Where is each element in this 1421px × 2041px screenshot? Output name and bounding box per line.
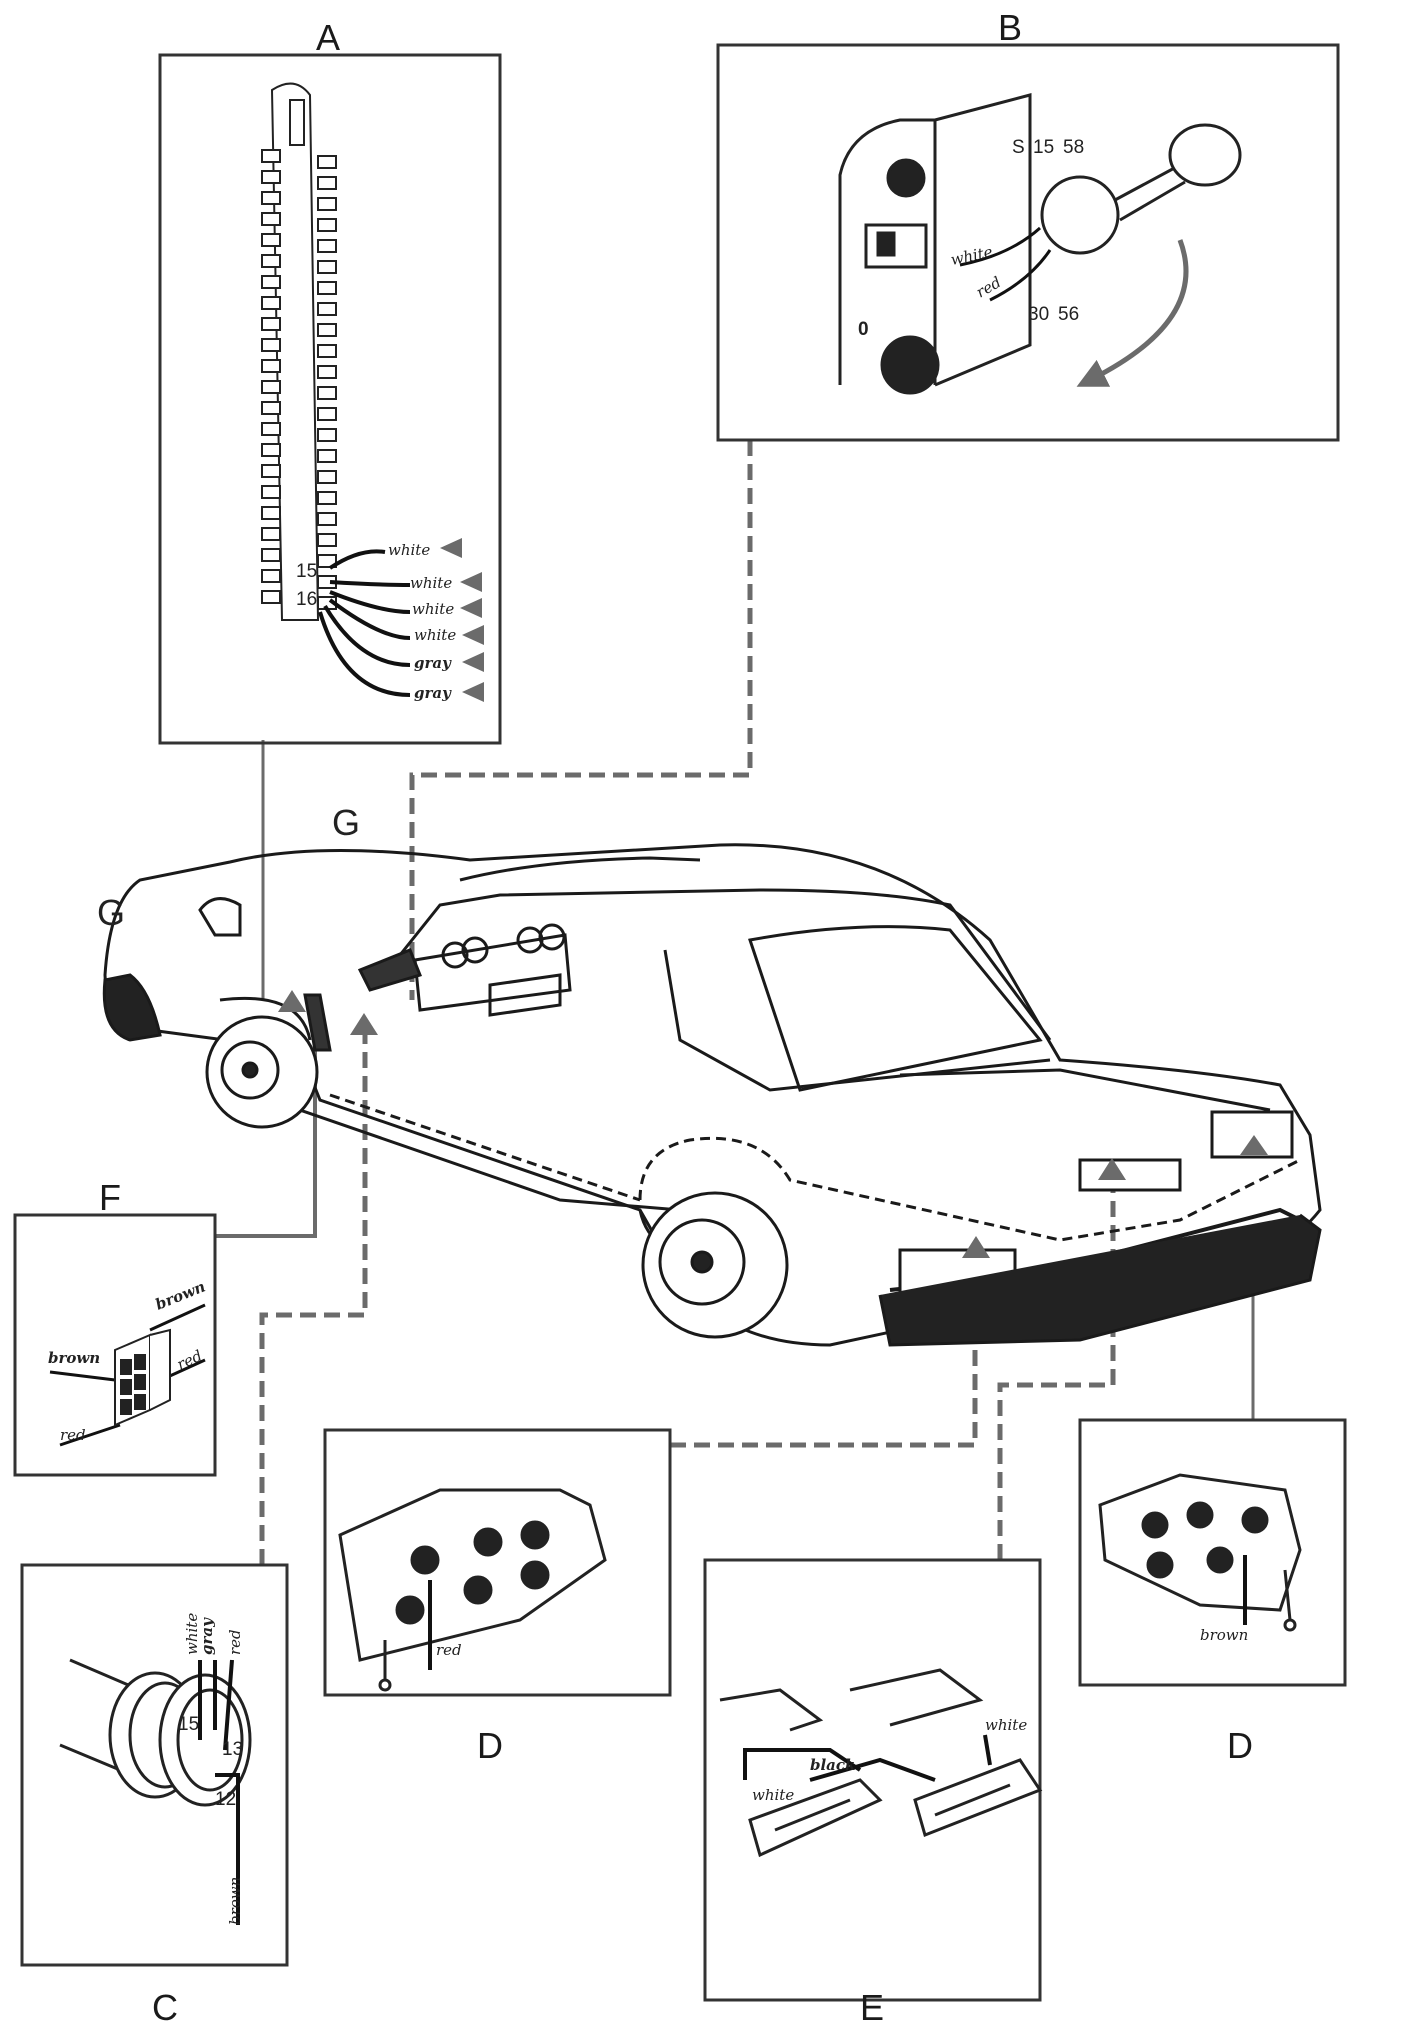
terminal-16-a: 16 <box>296 589 317 610</box>
terminal-block <box>261 212 281 226</box>
wire-label-a-5: gray <box>414 654 452 672</box>
wire-label-f-3: red <box>174 1346 205 1373</box>
wire-label-e-white-1: white <box>752 1786 794 1804</box>
wire-label-b-white: white <box>949 243 994 269</box>
wire-label-e-white-2: white <box>985 1716 1027 1734</box>
wire-label-c-brown: brown <box>226 1877 244 1925</box>
terminal-block <box>317 281 337 295</box>
terminal-block <box>261 149 281 163</box>
terminal-block <box>261 191 281 205</box>
terminal-30: 30 <box>1028 304 1049 325</box>
terminal-block <box>261 275 281 289</box>
terminal-block <box>261 233 281 247</box>
panel-letter-e: E <box>859 1987 885 2028</box>
terminal-block <box>317 554 337 568</box>
panel-letter-f: F <box>99 1177 121 1218</box>
terminal-block <box>261 422 281 436</box>
car-label-g-1: G <box>332 802 360 843</box>
terminal-block <box>261 590 281 604</box>
terminal-block <box>261 527 281 541</box>
panel-d-left: red <box>323 1428 672 1697</box>
terminal-s: S <box>1012 137 1025 158</box>
panel-d-right: brown <box>1078 1418 1347 1687</box>
panel-letter-b: B <box>997 7 1023 48</box>
panel-a: white white white white gray gray 15 16 <box>158 53 502 745</box>
panel-e: white black white <box>703 1558 1043 2002</box>
terminal-block <box>261 359 281 373</box>
panel-letter-a: A <box>315 17 341 58</box>
terminal-block <box>261 338 281 352</box>
panel-b: S 15 58 30 56 white red 0 <box>716 43 1340 442</box>
terminal-block <box>261 170 281 184</box>
wire-label-f-4: red <box>60 1426 86 1444</box>
terminal-block <box>317 323 337 337</box>
terminal-block <box>317 428 337 442</box>
wire-label-a-2: white <box>410 574 452 592</box>
terminal-block <box>261 485 281 499</box>
terminal-block <box>317 176 337 190</box>
terminal-block <box>261 401 281 415</box>
panel-f: brown brown red red <box>13 1213 217 1477</box>
terminal-block <box>261 464 281 478</box>
wire-label-a-4: white <box>414 626 456 644</box>
terminal-block <box>317 260 337 274</box>
terminal-block <box>261 569 281 583</box>
terminal-15-a: 15 <box>296 561 317 582</box>
terminal-block <box>317 365 337 379</box>
terminal-block <box>261 548 281 562</box>
terminal-block <box>317 344 337 358</box>
wires-b <box>959 226 1052 302</box>
terminal-block <box>261 317 281 331</box>
connector-lines <box>215 440 1255 1565</box>
arrowheads-a <box>440 538 484 702</box>
terminal-block <box>317 218 337 232</box>
terminal-block <box>317 302 337 316</box>
terminal-block <box>261 443 281 457</box>
terminal-block <box>261 380 281 394</box>
car-label-g-2: G <box>97 892 125 933</box>
wire-label-a-6: gray <box>414 684 452 702</box>
wire-label-e-black: black <box>810 1756 855 1774</box>
terminal-block <box>317 407 337 421</box>
terminal-block <box>261 296 281 310</box>
wire-label-b-red: red <box>973 273 1004 301</box>
wires-a <box>318 549 411 697</box>
wire-label-c-white: white <box>183 1613 201 1655</box>
terminal-block <box>317 239 337 253</box>
wire-label-c-gray: gray <box>198 1617 216 1655</box>
panel-c: white gray red brown 15 13 12 <box>20 1563 289 1967</box>
wire-label-a-1: white <box>388 541 430 559</box>
terminal-block <box>317 491 337 505</box>
terminal-block <box>261 254 281 268</box>
wire-label-a-3: white <box>412 600 454 618</box>
terminal-block <box>261 506 281 520</box>
car-illustration <box>102 843 1322 1347</box>
wire-label-d-left-red: red <box>436 1641 462 1659</box>
panel-letter-d-right: D <box>1227 1725 1253 1766</box>
panel-letter-d-left: D <box>477 1725 503 1766</box>
wire-label-d-right-brown: brown <box>1200 1626 1248 1644</box>
terminal-block <box>317 386 337 400</box>
terminal-block <box>317 470 337 484</box>
terminal-strip <box>261 82 337 621</box>
terminal-15-b: 15 <box>1033 137 1054 158</box>
terminal-12-c: 12 <box>215 1789 236 1810</box>
wire-label-c-red: red <box>226 1629 244 1655</box>
dash-switch <box>838 93 1242 395</box>
terminal-block <box>317 155 337 169</box>
terminal-block <box>317 197 337 211</box>
terminal-13-c: 13 <box>222 1739 243 1760</box>
wire-label-f-1: brown <box>48 1349 100 1367</box>
terminal-block <box>317 449 337 463</box>
terminal-15-c: 15 <box>178 1714 199 1735</box>
switch-position-0: 0 <box>858 319 869 340</box>
terminal-56: 56 <box>1058 304 1079 325</box>
car-arrows <box>278 990 1268 1258</box>
panel-letter-c: C <box>152 1987 178 2028</box>
terminal-block <box>317 533 337 547</box>
terminal-58: 58 <box>1063 137 1084 158</box>
terminal-block <box>317 512 337 526</box>
